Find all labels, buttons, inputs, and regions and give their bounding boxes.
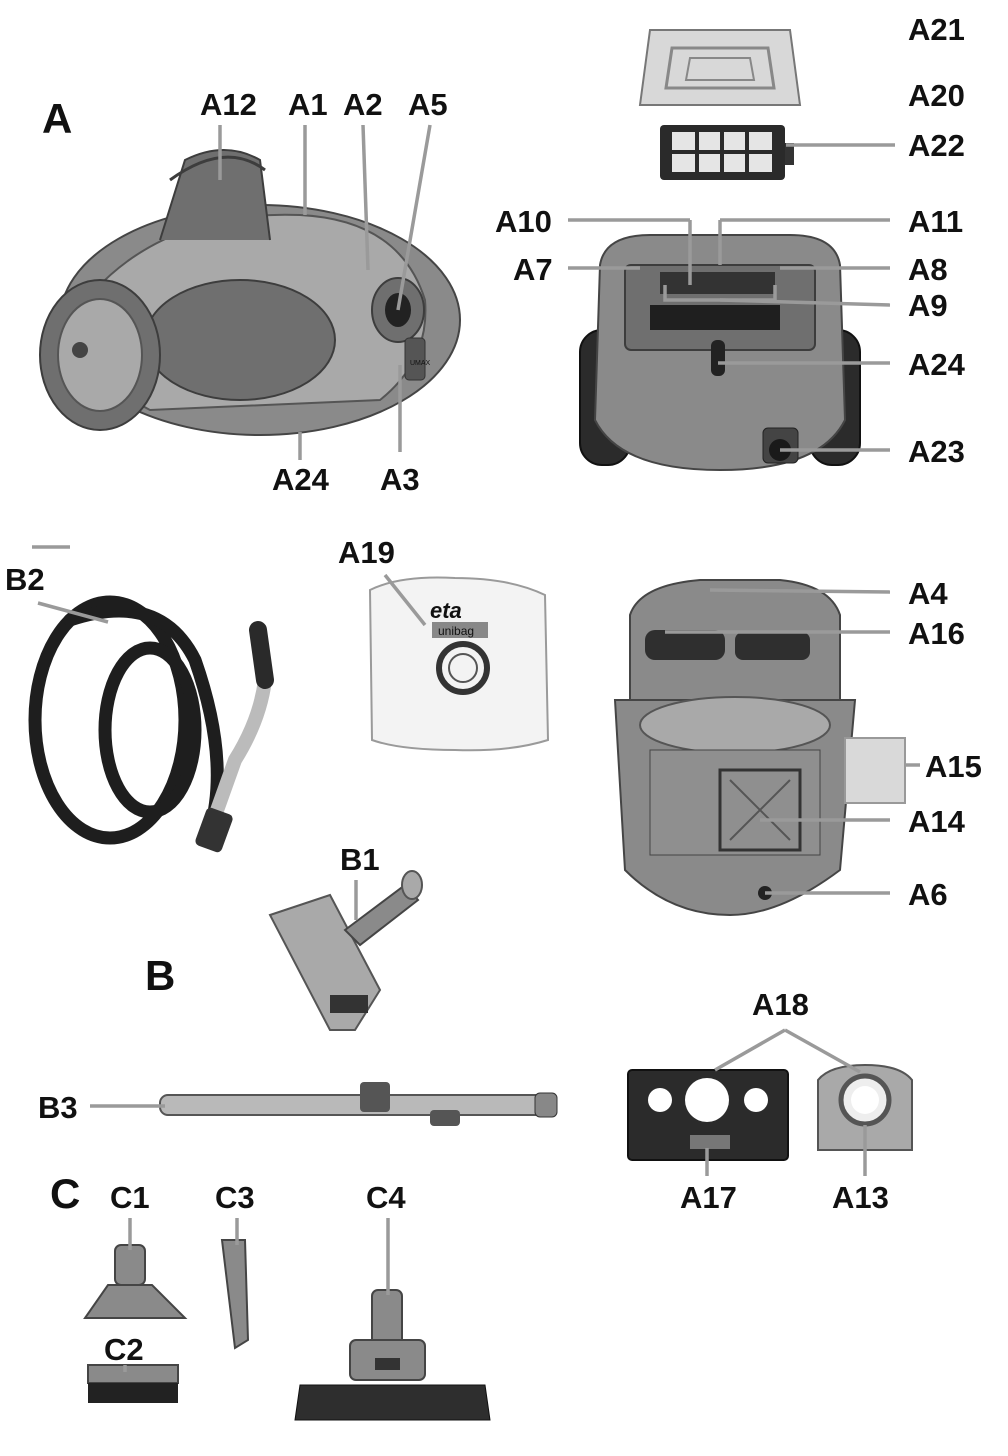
label-a4: A4 — [908, 576, 948, 611]
label-a8: A8 — [908, 252, 948, 287]
label-a19: A19 — [338, 535, 395, 570]
label-a1: A1 — [288, 87, 328, 122]
label-a5: A5 — [408, 87, 448, 122]
label-a9: A9 — [908, 288, 948, 323]
section-label-b: B — [145, 952, 175, 999]
bag-collar-seal — [817, 1063, 913, 1151]
extension-tube — [159, 1082, 558, 1126]
hepa-filter — [660, 125, 794, 180]
exhaust-grille-cover — [638, 29, 802, 106]
leader-lines — [32, 124, 920, 1372]
dust-bag-type-text: unibag — [438, 624, 474, 638]
label-a16: A16 — [908, 616, 965, 651]
label-c4: C4 — [366, 1180, 406, 1215]
label-b3: B3 — [38, 1090, 78, 1125]
label-c1: C1 — [110, 1180, 150, 1215]
label-b2: B2 — [5, 562, 45, 597]
label-a23: A23 — [908, 434, 965, 469]
label-a12: A12 — [200, 87, 257, 122]
upholstery-nozzle — [83, 1244, 188, 1319]
turbo-brush — [294, 1289, 491, 1421]
vacuum-open-view — [613, 579, 857, 917]
label-a20: A20 — [908, 78, 965, 113]
label-a7: A7 — [513, 252, 553, 287]
label-a14: A14 — [908, 804, 966, 839]
vacuum-rear-view — [579, 234, 861, 472]
floor-nozzle — [268, 870, 423, 1031]
section-label-c: C — [50, 1170, 80, 1217]
section-label-a: A — [42, 95, 72, 142]
dusting-brush — [87, 1364, 179, 1403]
label-b1: B1 — [340, 842, 380, 877]
label-a2: A2 — [343, 87, 383, 122]
label-c3: C3 — [215, 1180, 255, 1215]
label-a11: A11 — [908, 204, 963, 239]
label-a13: A13 — [832, 1180, 889, 1215]
label-a18: A18 — [752, 987, 809, 1022]
label-a17: A17 — [680, 1180, 737, 1215]
vacuum-brand-text: UMAX — [410, 360, 431, 367]
crevice-nozzle — [220, 1239, 250, 1350]
bag-holder-frame — [627, 1069, 789, 1161]
label-a22: A22 — [908, 128, 965, 163]
label-a10: A10 — [495, 204, 552, 239]
label-c2: C2 — [104, 1332, 144, 1367]
dust-bag: eta unibag — [368, 576, 550, 752]
label-a6: A6 — [908, 877, 948, 912]
label-a24-back: A24 — [908, 347, 966, 382]
label-a24-front: A24 — [272, 462, 330, 497]
label-a21: A21 — [908, 12, 965, 47]
vacuum-front-view: UMAX — [39, 149, 461, 436]
motor-filter-pad — [844, 737, 906, 804]
dust-bag-brand-text: eta — [430, 598, 462, 623]
suction-hose — [28, 595, 274, 853]
label-a15: A15 — [925, 749, 982, 784]
label-a3: A3 — [380, 462, 420, 497]
